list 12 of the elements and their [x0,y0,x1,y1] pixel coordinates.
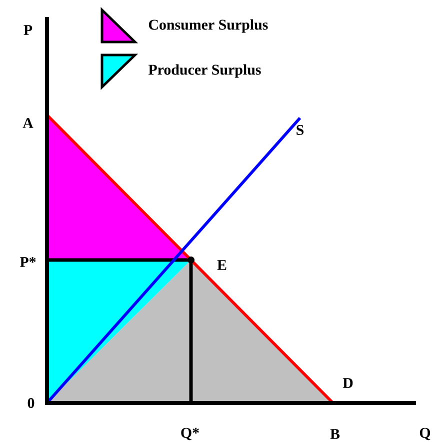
legend-label: Producer Surplus [148,64,261,78]
axis-label: P* [20,257,36,267]
legend-label: Consumer Surplus [148,19,268,33]
axis-label: Q [420,428,430,440]
axis-label: Q* [181,428,199,440]
axis-label: 0 [28,398,34,408]
axis-label: S [296,124,304,136]
axis-label: A [22,118,34,128]
axis-label: P [24,25,32,35]
axis-label: B [330,429,340,439]
axis-label: E [217,260,226,270]
axis-label: D [342,378,353,388]
